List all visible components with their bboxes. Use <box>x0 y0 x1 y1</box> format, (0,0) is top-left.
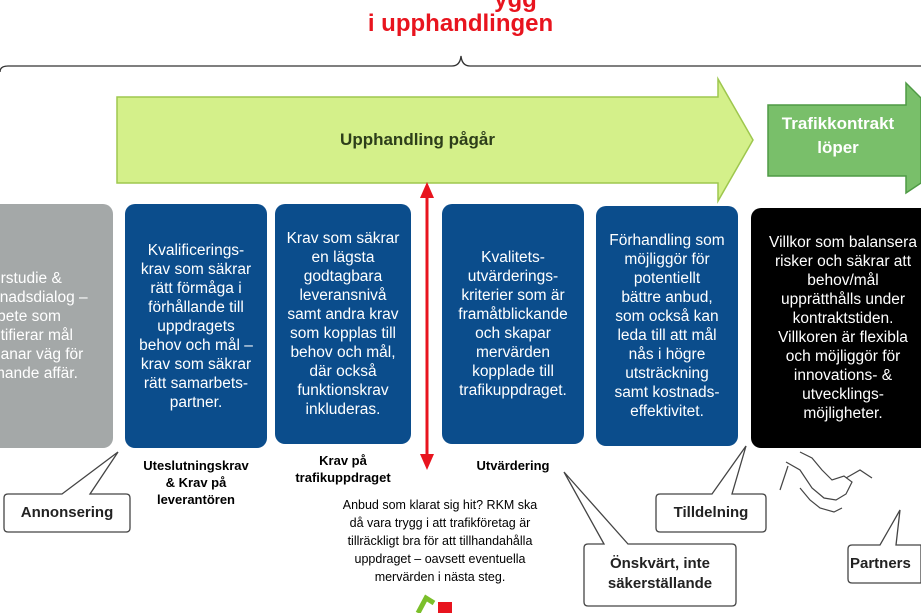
partners-callout-shape <box>847 509 921 584</box>
upphandling-arrow <box>116 76 754 204</box>
forhandling-box: Förhandling som möjliggör för potentiell… <box>596 206 738 446</box>
upphandling-label: Upphandling pågår <box>340 130 495 149</box>
tilldelning-callout-shape <box>655 445 767 533</box>
onskvart-line-2: säkerställande <box>607 575 713 592</box>
forstudie-box: örstudie & knadsdialog – rbete som ntifi… <box>0 204 113 448</box>
trafikkontrakt-line-2: löper <box>817 138 859 157</box>
annonsering-callout: Annonsering <box>20 504 114 521</box>
krav-trafik-label: Krav på trafikuppdraget <box>295 453 391 485</box>
forhandling-text: Förhandling som möjliggör för potentiell… <box>609 232 725 420</box>
villkor-text: Villkor som balansera risker och säkrar … <box>769 234 917 422</box>
bottom-green-mark <box>415 594 436 613</box>
kvalitet-text: Kvalitets- utvärderings- kriterier som ä… <box>458 249 568 399</box>
trafikkontrakt-label: Trafikkontrakt löper <box>768 112 908 160</box>
uteslutning-label: Uteslutningskrav & Krav på leverantören <box>143 458 249 507</box>
kvalitet-box: Kvalitets- utvärderings- kriterier som ä… <box>442 204 584 444</box>
tilldelning-callout: Tilldelning <box>673 504 749 521</box>
red-divider-arrow <box>420 182 434 470</box>
utvardering-label: Utvärdering <box>476 458 550 473</box>
onskvart-line-1: Önskvärt, inte <box>609 555 711 572</box>
bottom-red-mark <box>438 602 452 613</box>
partners-callout: Partners <box>850 555 911 572</box>
forstudie-text: örstudie & knadsdialog – rbete som ntifi… <box>0 270 88 382</box>
anbud-note: Anbud som klarat sig hit? RKM ska då var… <box>342 498 538 584</box>
onskvart-callout-shape <box>563 471 737 607</box>
handshake-icon <box>779 451 873 513</box>
trafikkontrakt-line-1: Trafikkontrakt <box>781 114 895 133</box>
onskvart-callout: Önskvärt, inte säkerställande <box>584 554 736 594</box>
kvalificering-box: Kvalificerings- krav som säkrar rätt för… <box>125 204 267 448</box>
lagsta-niva-text: Krav som säkrar en lägsta godtagbara lev… <box>286 230 400 418</box>
kvalificering-text: Kvalificerings- krav som säkrar rätt för… <box>139 241 253 411</box>
title-line-2: i upphandlingen <box>367 10 554 37</box>
title-line-1: ygg <box>0 0 921 14</box>
lagsta-niva-box: Krav som säkrar en lägsta godtagbara lev… <box>275 204 411 444</box>
trafikkontrakt-arrow <box>767 81 921 195</box>
villkor-box: Villkor som balansera risker och säkrar … <box>751 208 921 448</box>
annonsering-callout-shape <box>3 451 131 533</box>
brace-line <box>0 55 921 73</box>
